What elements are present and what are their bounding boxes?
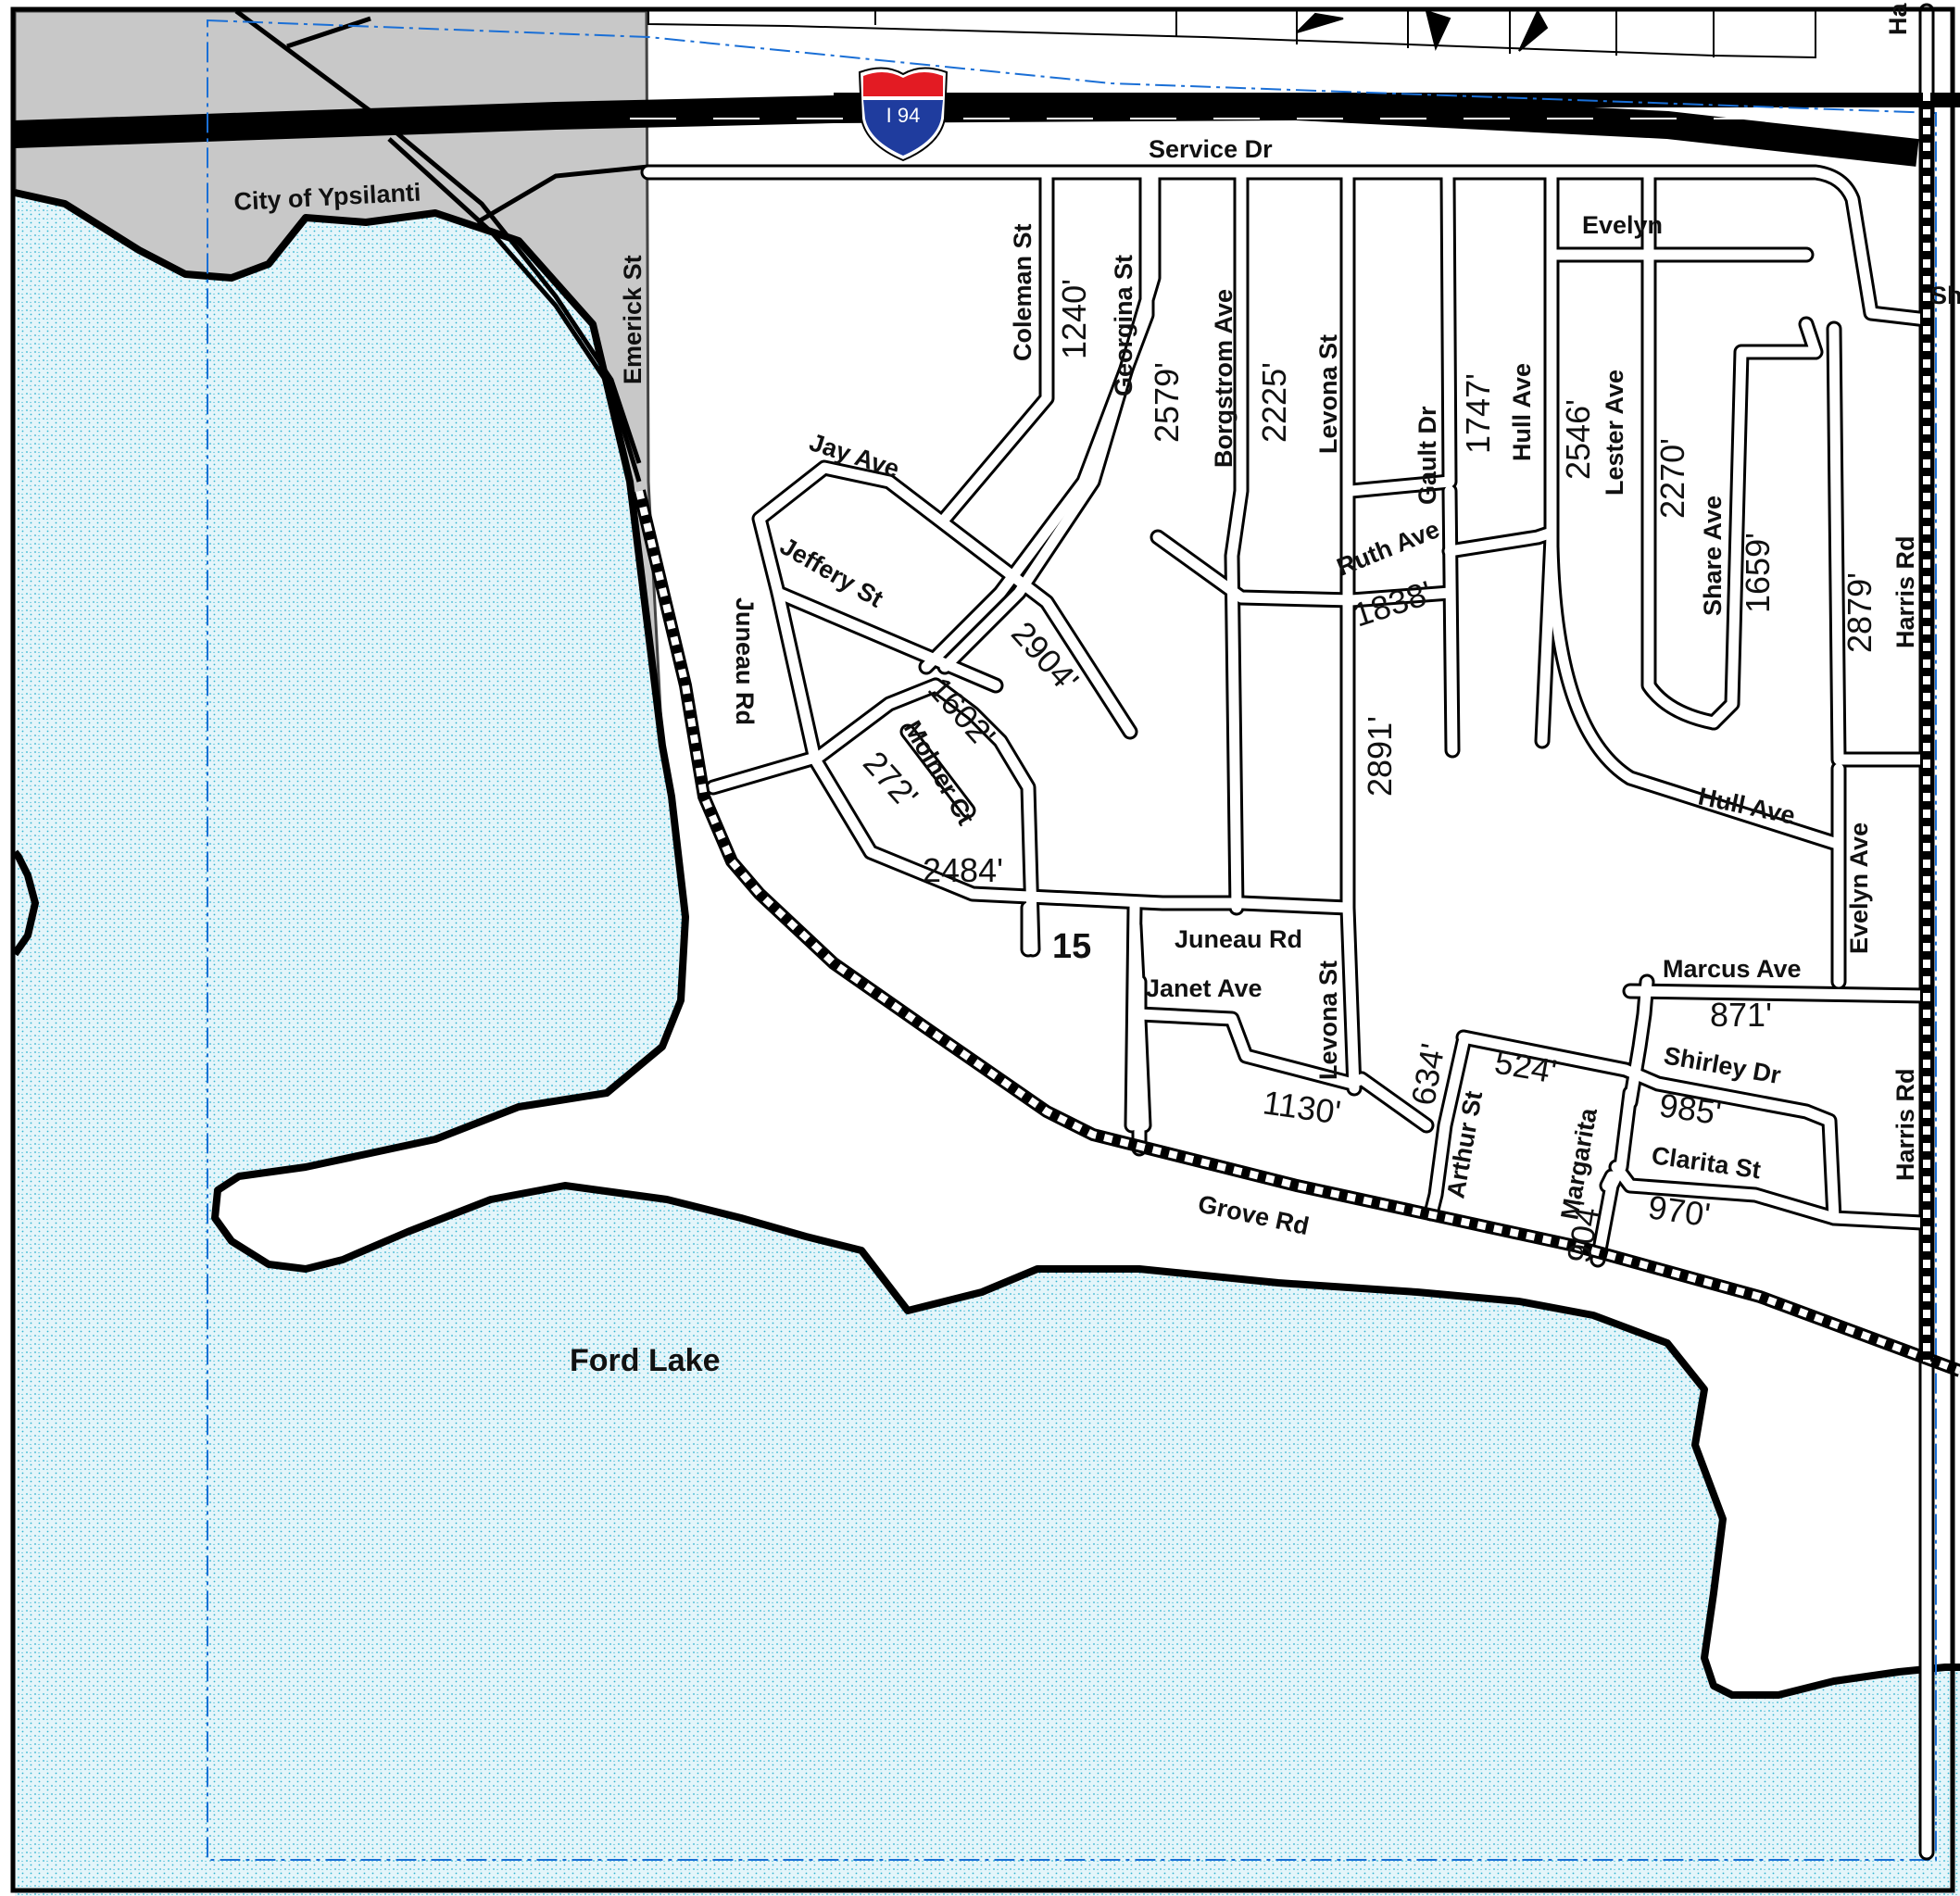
marcus-ave-label: Marcus Ave bbox=[1663, 955, 1802, 983]
ford-lake-water bbox=[15, 193, 1960, 1896]
levona-st-label-south: Levona St bbox=[1314, 961, 1342, 1080]
section-number-label: 15 bbox=[1052, 927, 1091, 966]
ypsilanti-road bbox=[234, 8, 642, 464]
emerick-st-label: Emerick St bbox=[619, 255, 647, 384]
street-fill bbox=[1152, 532, 1455, 606]
street-fill bbox=[1708, 319, 1821, 728]
partial-sh-label: Sh bbox=[1930, 282, 1960, 309]
street-fill bbox=[1444, 485, 1458, 756]
north-blocks bbox=[647, 8, 1816, 59]
length-share-west: 2270' bbox=[1653, 438, 1691, 519]
partial-ha-label: Ha bbox=[1884, 3, 1912, 35]
street-fill bbox=[1828, 323, 1928, 765]
ypsilanti-road bbox=[387, 137, 642, 483]
length-lester: 2546' bbox=[1559, 399, 1597, 480]
harris-rd-label-south: Harris Rd bbox=[1891, 1068, 1919, 1181]
coleman-st-label: Coleman St bbox=[1009, 223, 1037, 361]
length-gault: 1747' bbox=[1459, 373, 1497, 454]
street-fill bbox=[643, 167, 1932, 325]
service-dr-label: Service Dr bbox=[1149, 135, 1273, 163]
street-fill bbox=[939, 170, 1159, 672]
interstate-shield-label: I 94 bbox=[886, 104, 921, 127]
ford-lake-shoreline bbox=[14, 189, 1960, 1699]
street-fill bbox=[902, 726, 974, 816]
street-fill bbox=[1342, 902, 1360, 1094]
map-frame bbox=[10, 6, 1955, 1893]
west-inlet-shoreline bbox=[11, 849, 39, 957]
length-juneau-rd: 2484' bbox=[923, 851, 1003, 889]
street-fill bbox=[1546, 527, 1840, 848]
shield-top bbox=[863, 71, 943, 96]
length-borgstrom: 2225' bbox=[1255, 362, 1293, 443]
borgstrom-ave-label: Borgstrom Ave bbox=[1210, 289, 1238, 468]
length-share-east: 1659' bbox=[1739, 533, 1777, 613]
interstate-94 bbox=[14, 92, 1919, 167]
street-fill bbox=[1226, 170, 1247, 913]
length-levona: 2891' bbox=[1361, 716, 1399, 797]
ypsilanti-road bbox=[286, 16, 649, 225]
evelyn-label: Evelyn bbox=[1582, 211, 1663, 239]
road-fill bbox=[643, 6, 1932, 1858]
juneau-rd-label-vertical: Juneau Rd bbox=[731, 597, 759, 725]
street-fill bbox=[1611, 1161, 1840, 1224]
street-fill bbox=[1602, 1171, 1617, 1191]
street-fill bbox=[1134, 1009, 1432, 1131]
janet-ave-label: Janet Ave bbox=[1146, 974, 1263, 1002]
street-fill bbox=[810, 680, 1038, 955]
harris-rd-label-north: Harris Rd bbox=[1891, 535, 1919, 648]
street-fill bbox=[1346, 170, 1455, 496]
juneau-rd-label-east: Juneau Rd bbox=[1175, 925, 1302, 953]
georgina-st-label: Georgina St bbox=[1110, 255, 1137, 396]
street-fill bbox=[708, 752, 821, 793]
township-boundary bbox=[207, 19, 1937, 1861]
share-ave-label: Share Ave bbox=[1699, 496, 1727, 616]
street-fill bbox=[1426, 1036, 1469, 1219]
grove-rd-railroad-ties bbox=[635, 490, 1960, 1375]
lester-ave-label: Lester Ave bbox=[1601, 370, 1628, 496]
shield-body bbox=[863, 100, 943, 156]
length-clarita: 970' bbox=[1646, 1187, 1713, 1234]
levona-st-label-north: Levona St bbox=[1314, 334, 1342, 454]
street-fill bbox=[1643, 249, 1719, 728]
hull-ave-label-north: Hull Ave bbox=[1508, 363, 1536, 461]
gault-dr-label: Gault Dr bbox=[1413, 406, 1441, 505]
interstate-shield: I 94 bbox=[858, 67, 949, 162]
evelyn-ave-label: Evelyn Ave bbox=[1845, 822, 1873, 954]
ford-lake-label: Ford Lake bbox=[570, 1343, 720, 1378]
length-georgina: 2579' bbox=[1148, 362, 1186, 443]
street-fill bbox=[1625, 986, 1932, 1001]
ford-lake-west-inlet bbox=[15, 852, 35, 954]
street-fill bbox=[921, 170, 1152, 672]
street-fill bbox=[939, 170, 1052, 524]
length-shirley: 985' bbox=[1657, 1086, 1724, 1132]
length-evelyn-ave: 2879' bbox=[1841, 572, 1878, 653]
length-coleman: 1240' bbox=[1055, 279, 1093, 359]
length-marcus: 871' bbox=[1710, 996, 1772, 1034]
